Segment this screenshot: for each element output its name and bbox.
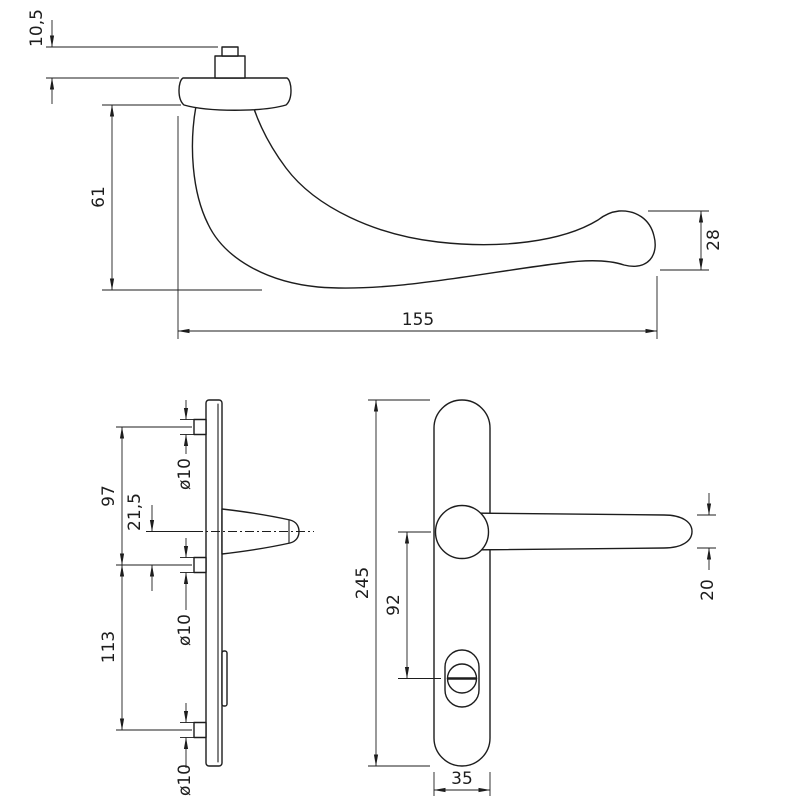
spindle-base bbox=[214, 55, 246, 79]
dim-label-handle-to-cylinder: 92 bbox=[384, 594, 404, 616]
lever-outline bbox=[191, 105, 656, 289]
dimension-handle-to-fixing: 21,5 bbox=[125, 493, 196, 591]
dimension-plate-width: 35 bbox=[433, 769, 491, 796]
dim-label-plate-width: 35 bbox=[451, 769, 473, 789]
plate-profile-view: 97 21,5 113 ø10 ø10 bbox=[99, 399, 314, 796]
dimension-plate-length: 245 bbox=[353, 399, 430, 767]
dimension-grip-height: 28 bbox=[648, 210, 724, 271]
plate-front-view: 245 92 20 35 bbox=[353, 399, 718, 796]
dimension-top-fixing-distance: 97 bbox=[99, 426, 192, 566]
dimension-bottom-fixing-diameter: ø10 bbox=[175, 703, 195, 796]
spindle-tip bbox=[221, 46, 239, 57]
dimension-handle-to-cylinder: 92 bbox=[384, 531, 441, 679]
dim-label-top-fixing-distance: 97 bbox=[99, 485, 119, 507]
dim-label-bottom-fixing-diameter: ø10 bbox=[175, 764, 195, 796]
dim-label-handle-to-fixing: 21,5 bbox=[125, 493, 145, 531]
front-plate-outline bbox=[433, 399, 491, 767]
dim-label-grip-height: 28 bbox=[704, 229, 724, 251]
lever-front bbox=[461, 512, 693, 551]
fixing-pin-bottom bbox=[193, 721, 207, 739]
dim-label-top-fixing-diameter: ø10 bbox=[175, 458, 195, 490]
rose-outline bbox=[178, 77, 292, 111]
dim-label-rose-height: 10,5 bbox=[27, 9, 47, 47]
dimension-lever-depth: 20 bbox=[697, 493, 718, 601]
dim-label-lever-depth: 20 bbox=[698, 579, 718, 601]
dimension-top-fixing-diameter: ø10 bbox=[175, 400, 195, 490]
dimension-lower-fixing-distance: 113 bbox=[99, 564, 192, 731]
fixing-pin-middle bbox=[193, 556, 207, 574]
dimension-middle-fixing-diameter: ø10 bbox=[175, 538, 195, 646]
lever-side-view: 10,5 61 155 28 bbox=[27, 9, 724, 339]
fixing-pin-top bbox=[193, 418, 207, 436]
dimension-handle-projection: 61 bbox=[89, 104, 262, 291]
dim-label-handle-projection: 61 bbox=[89, 186, 109, 208]
backplate-profile bbox=[205, 399, 223, 767]
dim-label-handle-length: 155 bbox=[402, 310, 434, 330]
dimension-handle-length: 155 bbox=[177, 116, 658, 339]
cylinder-cover-profile bbox=[221, 650, 228, 707]
dim-label-lower-fixing-distance: 113 bbox=[99, 631, 119, 663]
dimension-rose-height: 10,5 bbox=[27, 9, 218, 104]
dim-label-plate-length: 245 bbox=[353, 567, 373, 599]
handle-collar bbox=[434, 504, 490, 560]
dim-label-middle-fixing-diameter: ø10 bbox=[175, 614, 195, 646]
